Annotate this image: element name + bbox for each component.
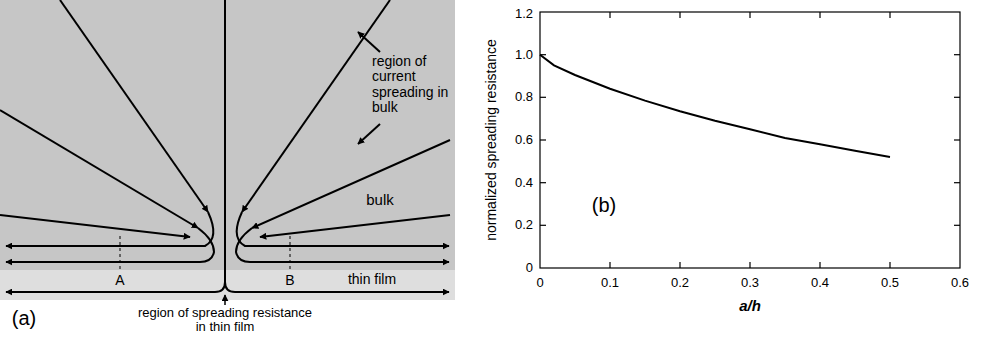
tick-label: 0.4 [811,276,829,290]
tick-label: 0.3 [741,276,759,290]
tick-label: 0.1 [601,276,619,290]
point-label: A [115,273,124,288]
panel-label: (a) [12,307,36,329]
region-name: thin film [348,272,396,287]
tick-label: 0.2 [671,276,689,290]
region-note: region of current spreading in bulk [372,54,454,116]
point-label: B [285,273,294,288]
tick-label: 0.4 [515,176,533,190]
current-lines [0,0,450,305]
data-curve [540,55,890,157]
region-note: region of spreading resistance in thin f… [132,306,318,335]
tick-label: 0.6 [515,133,533,147]
film-region [0,270,455,300]
axis-title: normalized spreading resistance [484,39,499,241]
panel-label: (b) [592,194,616,216]
tick-label: 0.6 [951,276,969,290]
tick-label: 0 [536,276,543,290]
region-band: thin film [0,270,455,300]
region-name: bulk [366,192,394,209]
tick-label: 1.0 [515,48,533,62]
tick-label: 0.5 [881,276,899,290]
tick-label: 0.8 [515,90,533,104]
region-band: bulk [0,0,455,270]
tick-label: 0.2 [515,218,533,232]
chart [540,12,960,268]
tick-label: 0 [526,261,533,275]
axis-title: a/h [739,298,761,315]
bulk-region [0,0,455,270]
tick-label: 1.2 [515,7,533,21]
dashed-markers [120,236,290,271]
